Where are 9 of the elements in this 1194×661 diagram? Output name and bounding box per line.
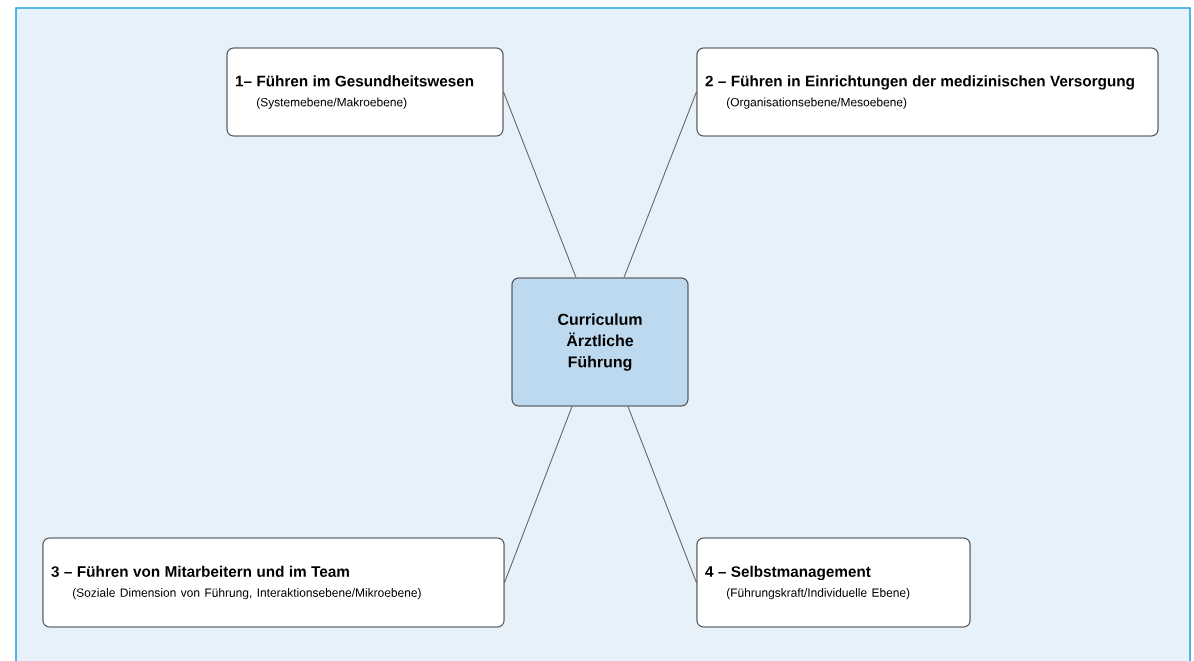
subtopic-box: 3 – Führen von Mitarbeitern und im Team (Soziale Dimension von Führung, Interaktionsebene/Mikroebene) [42, 537, 505, 628]
connector-line [623, 91, 697, 278]
connector-line [504, 406, 573, 583]
subtopic-box: 4 – Selbstmanagement (Führungskraft/Individuelle Ebene) [696, 537, 971, 628]
topic-box: Curriculum Ärztliche Führung [511, 277, 689, 407]
subtopic-box: 2 – Führen in Einrichtungen der medizinischen Versorgung (Organisationsebene/Mesoebene) [696, 47, 1159, 137]
subtopic-box: 1– Führen im Gesundheitswesen (Systemebene/Makroebene) [226, 47, 504, 137]
connector-line [503, 91, 577, 278]
connector-line [627, 406, 697, 583]
